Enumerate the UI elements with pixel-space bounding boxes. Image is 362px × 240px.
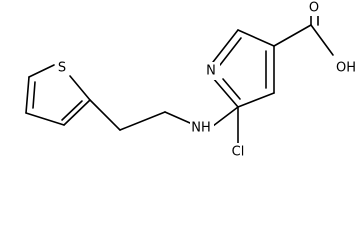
- bond-n1-c2: [212, 29, 239, 63]
- bond-c2-c3-inner: [61, 100, 83, 121]
- bond-c2-ch2a: [89, 99, 121, 131]
- molecule-canvas: S N NH Cl O OH: [25, 0, 359, 161]
- bond-c2-c3: [63, 99, 91, 126]
- label-bg-n1: [205, 62, 220, 80]
- amine-label: NH: [191, 121, 211, 136]
- bond-ch2a-ch2b: [119, 111, 166, 131]
- label-bg-cl: [228, 143, 250, 161]
- bond-c4-c5: [237, 92, 275, 108]
- bond-ch2b-nh: [164, 111, 191, 124]
- bond-nh-c6: [212, 106, 239, 127]
- bond-c5-s: [28, 64, 55, 78]
- label-bg-o: [306, 0, 322, 16]
- label-bg-oh: [333, 58, 359, 76]
- ethyl-linker: [89, 99, 191, 131]
- chemical-structure-diagram: S N NH Cl O OH: [25, 0, 359, 161]
- bond-c4-c5: [25, 76, 30, 114]
- bond-c-oh: [310, 24, 334, 56]
- bond-c4-c5-inner: [32, 81, 36, 109]
- bond-c3-cooh: [273, 24, 312, 47]
- bond-c2-c3: [237, 29, 275, 47]
- carbonyl-oxygen-label: O: [309, 1, 319, 16]
- pyridine-nitrogen-label: N: [206, 64, 216, 79]
- bond-s-c2: [69, 75, 91, 101]
- pyridine-ring: [212, 29, 275, 144]
- bond-c6-n1: [212, 77, 239, 108]
- bond-n1-c2-inner: [219, 37, 242, 66]
- sulfur-label: S: [58, 61, 66, 76]
- thiophene-ring: [25, 64, 91, 126]
- carboxylic-acid-group: [273, 13, 334, 56]
- bond-c5-c6-inner: [222, 78, 241, 100]
- hydroxyl-label: OH: [336, 61, 356, 76]
- label-bg-s: [55, 58, 69, 76]
- chlorine-label: Cl: [232, 145, 245, 160]
- bond-c3-c4: [25, 112, 65, 126]
- label-bg-nh: [190, 118, 214, 136]
- atom-labels: S N NH Cl O OH: [55, 0, 359, 161]
